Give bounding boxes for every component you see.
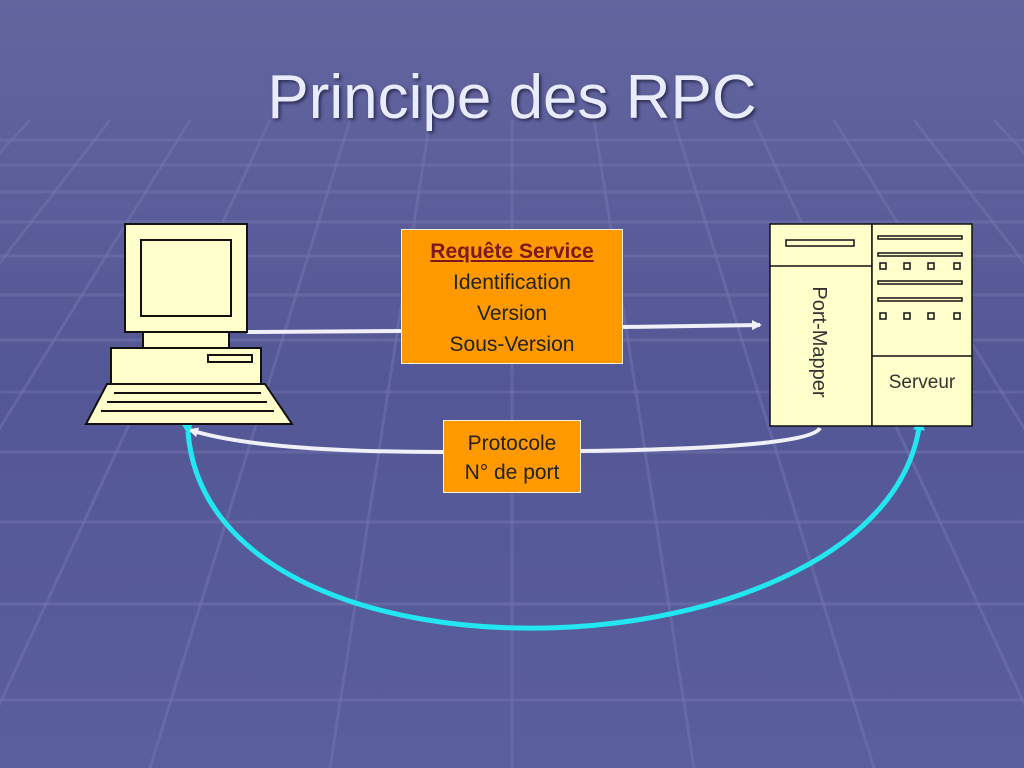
request-line-version: Version xyxy=(476,302,548,325)
server-label: Serveur xyxy=(888,372,956,393)
slide-title: Principe des RPC xyxy=(267,63,757,132)
server-machine-icon xyxy=(769,223,973,427)
request-heading: Requête Service xyxy=(430,240,594,263)
request-arrow xyxy=(246,320,762,334)
port-mapper-label: Port-Mapper xyxy=(808,286,830,398)
request-line-sub-version: Sous-Version xyxy=(449,333,575,356)
request-line-identification: Identification xyxy=(453,271,571,294)
request-service-box: Requête Service Identification Version S… xyxy=(401,229,623,364)
response-line-protocol: Protocole xyxy=(467,432,557,455)
rpc-call-arc xyxy=(181,418,925,631)
response-line-port: N° de port xyxy=(464,461,560,484)
client-computer-icon xyxy=(84,223,294,425)
protocol-port-box: Protocole N° de port xyxy=(443,420,581,493)
